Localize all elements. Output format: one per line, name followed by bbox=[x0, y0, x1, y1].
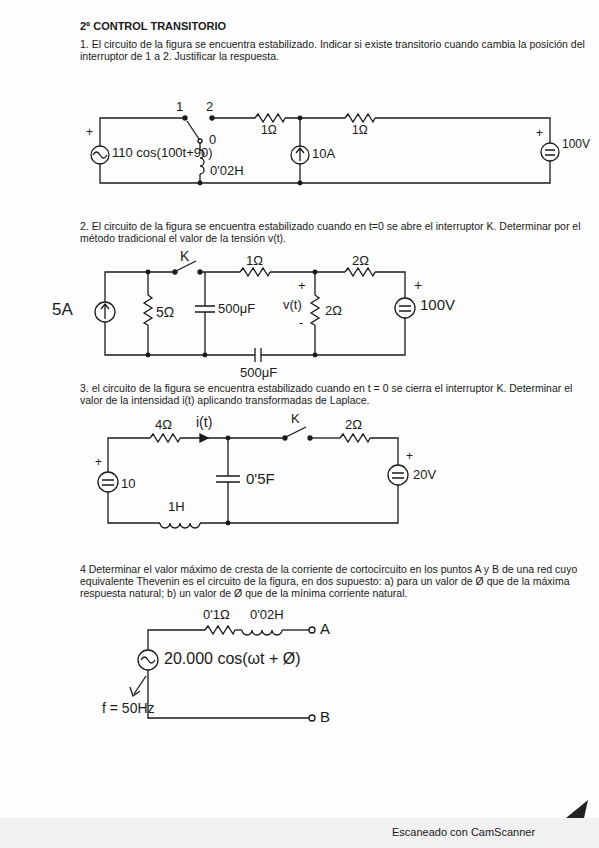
source-value: 10 bbox=[121, 477, 135, 492]
inductor-value: 0'02H bbox=[210, 164, 244, 179]
circuit-2 bbox=[95, 261, 415, 362]
resistor-value: 0'1Ω bbox=[203, 608, 230, 623]
polarity-mark: - bbox=[299, 316, 303, 331]
terminal-name: B bbox=[320, 708, 330, 725]
scan-footer-band bbox=[0, 818, 599, 848]
switch-name: K bbox=[180, 248, 189, 264]
page-fold bbox=[566, 800, 588, 818]
source-value: 110 cos(100t+90) bbox=[112, 146, 213, 161]
capacitor-value: 0'5F bbox=[246, 470, 275, 487]
inductor-value: 0'02H bbox=[250, 608, 284, 623]
question-text: 3. el circuito de la figura se encuentra… bbox=[80, 382, 595, 406]
question-text: 1. El circuito de la figura se encuentra… bbox=[80, 38, 595, 62]
terminal-name: A bbox=[320, 620, 330, 637]
question-text: 2. El circuito de la figura se encuentra… bbox=[80, 220, 595, 244]
circuit-3 bbox=[98, 427, 408, 528]
resistor-value: 5Ω bbox=[156, 304, 174, 320]
source-value: 20V bbox=[413, 468, 436, 483]
resistor-value: 2Ω bbox=[352, 254, 369, 269]
source-value: 5A bbox=[52, 300, 73, 320]
polarity-mark: + bbox=[298, 279, 306, 294]
scanner-watermark: Escaneado con CamScanner bbox=[392, 826, 535, 839]
polarity-mark: + bbox=[414, 277, 422, 293]
question-text: 4 Determinar el valor máximo de cresta d… bbox=[80, 563, 595, 599]
voltage-name: v(t) bbox=[283, 298, 302, 313]
resistor-value: 4Ω bbox=[155, 418, 172, 433]
source-value: 100V bbox=[562, 138, 590, 152]
switch-position: 2 bbox=[206, 100, 213, 115]
current-name: i(t) bbox=[196, 414, 212, 430]
frequency-note: f = 50Hz bbox=[102, 700, 155, 716]
resistor-value: 2Ω bbox=[345, 418, 362, 433]
source-value: 100V bbox=[420, 296, 455, 313]
capacitor-value: 500μF bbox=[240, 366, 277, 381]
page-title: 2º CONTROL TRANSITORIO bbox=[80, 20, 226, 33]
resistor-value: 2Ω bbox=[325, 304, 342, 319]
circuit-4 bbox=[130, 626, 315, 721]
polarity-mark: + bbox=[406, 450, 413, 464]
source-value: 10A bbox=[312, 147, 335, 162]
polarity-mark: + bbox=[86, 126, 93, 140]
resistor-value: 1Ω bbox=[261, 124, 277, 138]
resistor-value: 1Ω bbox=[352, 124, 368, 138]
source-value: 20.000 cos(ωt + Ø) bbox=[164, 650, 301, 668]
circuit-1 bbox=[91, 114, 559, 185]
polarity-mark: + bbox=[536, 127, 543, 141]
switch-name: K bbox=[291, 412, 300, 427]
inductor-value: 1H bbox=[168, 500, 185, 515]
switch-position: 1 bbox=[176, 100, 183, 115]
capacitor-value: 500μF bbox=[218, 302, 255, 317]
resistor-value: 1Ω bbox=[246, 254, 263, 269]
polarity-mark: + bbox=[95, 456, 102, 470]
